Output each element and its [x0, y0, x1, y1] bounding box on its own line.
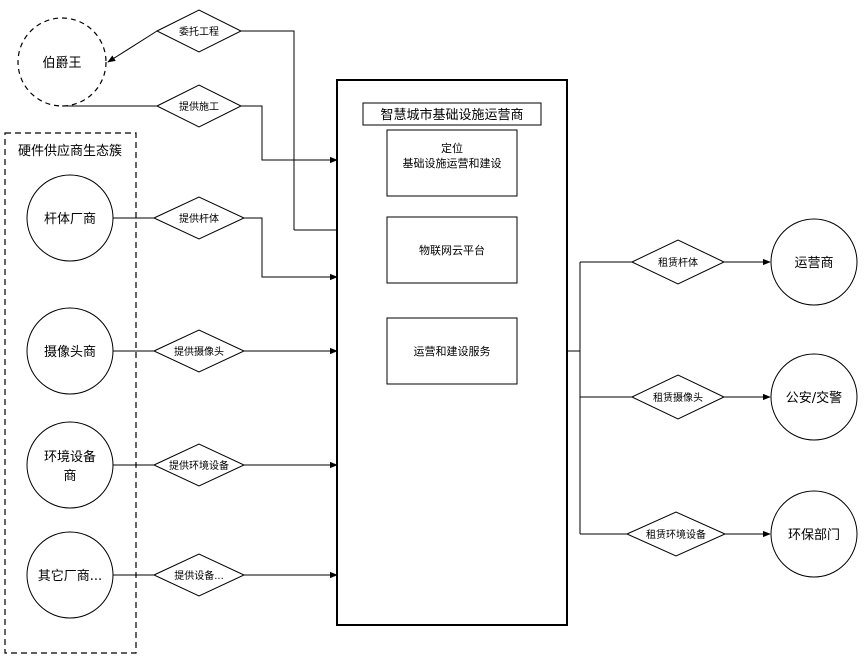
customer-police: [770, 353, 858, 441]
customer-env-label: 环保部门: [788, 528, 840, 543]
supplier-pole-label: 杆体厂商: [44, 212, 96, 227]
positioning-label: 定位: [441, 141, 463, 155]
customer-operator-label: 运营商: [794, 256, 833, 271]
supplier-other-relation: 提供设备...: [174, 569, 224, 582]
center-title: 智慧城市基础设施运营商: [380, 107, 523, 123]
positioning-desc: 基础设施运营和建设: [403, 156, 502, 170]
supplier-environment-label-2: 商: [63, 469, 76, 484]
service-box: [386, 317, 518, 385]
boje-in-arrow-head: [107, 30, 158, 63]
supplier-pole-line-b: [244, 217, 338, 281]
customer-env-relation: 租赁环境设备: [646, 528, 706, 541]
customer-operator-relation: 租赁杆体: [658, 256, 698, 269]
supplier-environment: [26, 421, 114, 509]
supplier-camera-relation: 提供摄像头: [174, 345, 224, 358]
boje-out-label: 提供施工: [179, 100, 219, 113]
ecosystem-title: 硬件供应商生态簇: [18, 143, 122, 159]
service-label: 运营和建设服务: [414, 344, 491, 358]
customer-env: [770, 490, 858, 578]
customer-operator: [770, 218, 858, 306]
ecosystem-frame: [4, 132, 137, 654]
supplier-camera-label: 摄像头商: [44, 345, 96, 360]
customer-police-label: 公安/交警: [786, 390, 842, 406]
supplier-environment-relation: 提供环境设备: [169, 459, 229, 472]
iot-platform-box: [386, 216, 518, 284]
boje-in-line-a: [241, 30, 295, 230]
supplier-environment-label-1: 环境设备: [44, 449, 96, 465]
customer-police-relation: 租赁摄像头: [653, 391, 703, 404]
iot-platform-label: 物联网云平台: [419, 243, 485, 257]
boje-out-line-b: [241, 105, 338, 164]
center-title-box: [362, 102, 542, 126]
positioning-box: [386, 129, 518, 197]
boje-node: [17, 17, 107, 107]
boje-in-label: 委托工程: [179, 25, 219, 38]
supplier-other-label: 其它厂商...: [38, 568, 102, 584]
boje-label: 伯爵王: [42, 56, 81, 71]
supplier-pole-relation: 提供杆体: [179, 212, 219, 225]
